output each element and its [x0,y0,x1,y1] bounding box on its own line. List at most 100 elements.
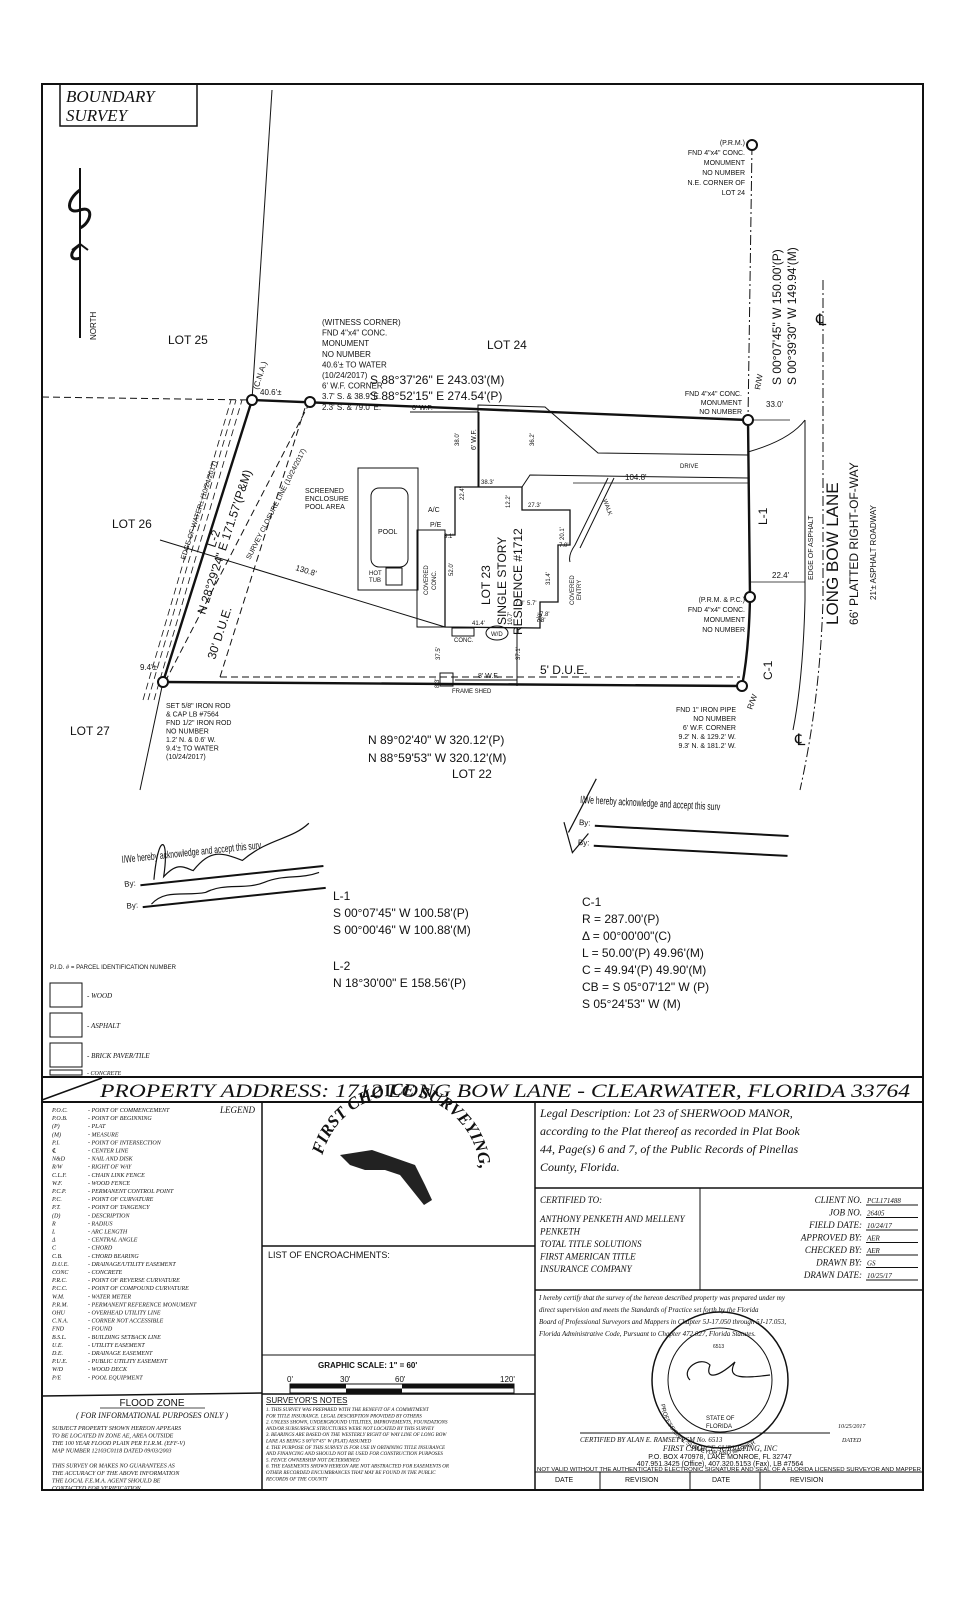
water-distance-bottom: 9.4'± [140,663,158,672]
job-info-value: GS [867,1260,876,1268]
road-row: 66' PLATTED RIGHT-OF-WAY [847,462,861,625]
centerline-symbol-bottom: ℄ [794,732,806,749]
legend-abbr: D.E. [51,1351,63,1357]
rev-header-date-2: DATE [712,1477,730,1484]
legend-meaning: - WOOD FENCE [88,1181,130,1187]
l1-measured: S 00°00'46" W 100.88'(M) [333,923,471,937]
legend-meaning: - DRAINAGE/UTILITY EASEMENT [88,1262,176,1268]
job-info-label: APPROVED BY: [800,1233,862,1243]
bearing-east-p: S 00°07'45" W 150.00'(P) [770,249,784,385]
legend-meaning: - POINT OF INTERSECTION [88,1140,162,1146]
legend-meaning: - RADIUS [88,1221,113,1227]
legend-abbr: P/E [51,1375,61,1381]
dimension-label: 3.1' [444,534,454,540]
legend-abbr: W/D [52,1367,64,1373]
surveyor-note-line: OTHER RECORDED ENCUMBRANCES THAT MAY BE … [266,1471,436,1476]
bearing-north-p: S 88°52'15" E 274.54'(P) [370,389,502,403]
legend-abbr: (M) [52,1131,61,1138]
lot-27-label: LOT 27 [70,724,110,738]
flood-zone-line: SUBJECT PROPERTY SHOWN HEREON APPEARS [52,1426,181,1432]
scale-tick-0: 0' [287,1375,293,1384]
legend-abbr: L [51,1230,56,1236]
monument-prm-ne [746,139,758,151]
monument-prm-pc [744,591,756,603]
certified-to-list: ANTHONY PENKETH AND MELLENYPENKETHTOTAL … [539,1214,686,1274]
legend-abbr: P.U.E. [51,1359,67,1365]
property-address: PROPERTY ADDRESS: 1712 LONG BOW LANE - C… [99,1081,911,1102]
legend-meaning: - ARC LENGTH [88,1230,128,1236]
c1-label: C-1 [761,660,775,680]
dist-22: 22.4' [772,571,790,580]
water-distance-top: 40.6'± [260,388,282,397]
company-address: P.O. BOX 470978, LAKE MONROE, FL 32747 [648,1454,792,1461]
surveyor-note-line: 5. FENCE OWNERSHIP NOT DETERMINED [266,1458,360,1463]
walk-label: WALK [601,499,612,517]
certification-text: I hereby certify that the survey of the … [538,1294,786,1338]
dist-130: 130.8' [294,563,318,578]
screened-1: SCREENED [305,488,344,495]
hatch-asphalt: - ASPHALT [87,1022,121,1030]
certification-line: Florida Administrative Code, Pursuant to… [538,1330,756,1338]
dimension-label: 27.3' [528,503,541,509]
legend-abbr: P.O.C. [51,1108,68,1114]
legend-meaning: - PLAT [88,1124,106,1130]
prm-ne-line: MONUMENT [704,160,746,167]
legend-abbr: P.T. [51,1205,61,1211]
witness-note-line: (10/24/2017) [322,371,368,380]
lot-25-label: LOT 25 [168,333,208,347]
curve-table-line: CB = S 05°07'12" W (P) [582,980,709,994]
seal-state: STATE OF [706,1416,735,1422]
witness-note-line: NO NUMBER [322,350,371,359]
prm-ne-line: N.E. CORNER OF [687,180,745,187]
job-info-value: 26405 [867,1210,885,1218]
seal-florida: FLORIDA [706,1424,732,1430]
prm-pc-line: FND 4"x4" CONC. [688,607,745,614]
surveyor-note-line: 4. THE PURPOSE OF THIS SURVEY IS FOR USE… [266,1446,445,1451]
dimension-label: 38.0' [455,433,461,446]
building-dimensions: 38.0'36.2'38.3'22.4'12.2'27.3'3.1'52.0'4… [435,433,569,688]
monument-witness [304,396,316,408]
iron-pipe-line: 9.3' N. & 181.2' W. [678,743,736,750]
screened-3: POOL AREA [305,504,345,511]
shed-label: FRAME SHED [452,689,492,695]
legend-meaning: - POINT OF BEGINNING [88,1116,152,1122]
pe-label: P/E [430,522,442,529]
fnd-east-line: NO NUMBER [699,409,742,416]
flood-zone-line: THIS SURVEY OR MAKES NO GUARANTEES AS [52,1464,175,1470]
surveyor-note-line: AND FINANCING AND SHOULD NOT BE USED FOR… [265,1452,443,1457]
covered-entry-2: ENTRY [577,580,583,600]
legend-meaning: - CONCRETE [88,1270,123,1276]
surveyor-note-line: RECORDS OF THE COUNTY [265,1477,329,1482]
prm-ne-line: LOT 24 [722,190,745,197]
legend-meaning: - CENTRAL ANGLE [88,1238,138,1244]
flood-zone-text: SUBJECT PROPERTY SHOWN HEREON APPEARSTO … [51,1426,185,1492]
legend-meaning: - DRAINAGE EASEMENT [88,1351,153,1357]
flood-zone-line: THE ACCURACY OF THE ABOVE INFORMATION [52,1471,180,1477]
acknowledgement-right: I/We hereby acknowledge and accept this … [563,778,789,857]
sheet-border [41,83,924,1491]
surveyor-notes-title: SURVEYOR'S NOTES [266,1396,347,1405]
monument-east [742,414,754,426]
job-info-value: PCL171488 [866,1197,901,1205]
legend-abbr: FND [51,1327,65,1333]
ack-right-by-2: By: [578,838,590,848]
curve-table-line: L = 50.00'(P) 49.96'(M) [582,946,704,960]
north-arrow-icon [68,168,92,338]
ack-text: I/We hereby acknowledge and accept this … [121,839,262,865]
witness-note-line: MONUMENT [322,339,369,348]
bearing-south-m: N 88°59'53" W 320.12'(M) [368,751,506,765]
flood-zone-line: MAP NUMBER 12103C0118 DATED 09/03/2003 [51,1449,172,1455]
florida-shape-icon [340,1150,432,1205]
legend-meaning: - WATER METER [88,1294,131,1300]
fnd-east-line: FND 4"x4" CONC. [685,391,742,398]
legend-meaning: - WOOD DECK [88,1367,128,1373]
job-info-label: DRAWN BY: [815,1258,862,1268]
validity-notice: NOT VALID WITHOUT THE AUTHENTICATED ELEC… [537,1467,921,1473]
legend-meaning: - PUBLIC UTILITY EASEMENT [88,1359,168,1365]
flood-zone-title: FLOOD ZONE [119,1398,184,1409]
acknowledgement-left: I/We hereby acknowledge and accept this … [121,822,326,911]
rev-header-date-1: DATE [555,1477,573,1484]
